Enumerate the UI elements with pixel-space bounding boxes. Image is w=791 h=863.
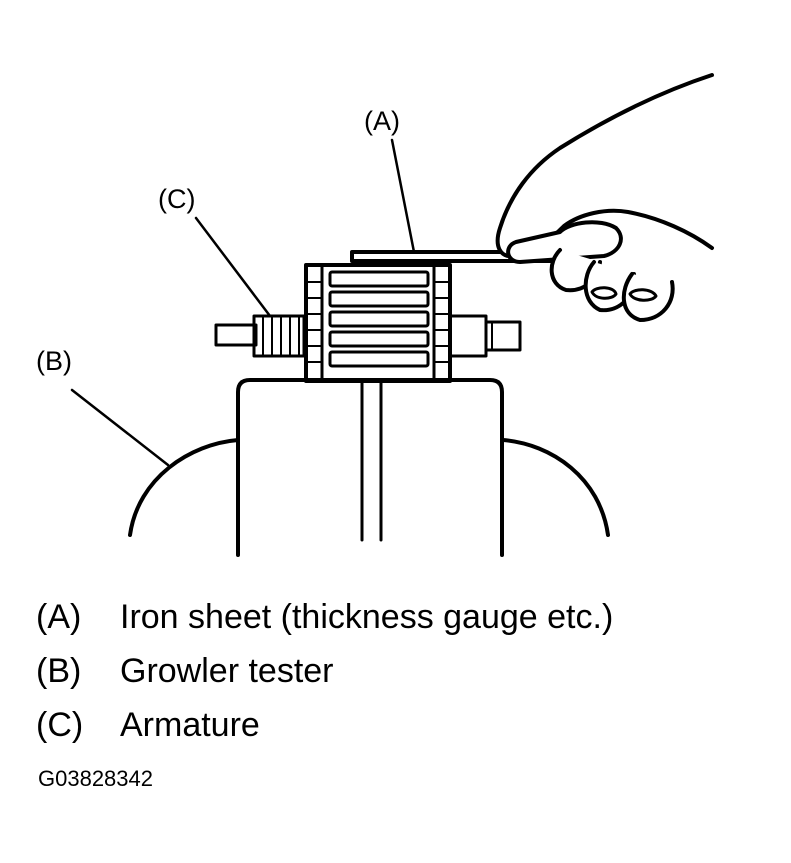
armature-shaft-left [214, 323, 258, 347]
growler-body [236, 378, 504, 557]
leader-a [390, 138, 416, 254]
commutator [252, 314, 306, 358]
fingernail-two [590, 286, 618, 300]
hand-outline [495, 73, 714, 259]
armature [214, 263, 522, 383]
callout-a: (A) [364, 106, 400, 136]
leader-lines [70, 138, 416, 467]
armature-shaft-right-outer [484, 320, 522, 352]
armature-shaft-right-inner [448, 314, 488, 358]
legend-key: (B) [36, 652, 82, 690]
fingernail-three [628, 288, 658, 302]
callout-c: (C) [158, 184, 196, 214]
legend-row-a: (A) Iron sheet (thickness gauge etc.) [36, 600, 613, 634]
leader-c [194, 216, 272, 318]
thumb [506, 220, 623, 264]
legend-text: Armature [120, 706, 260, 744]
leader-b [70, 388, 170, 467]
legend-key: (C) [36, 706, 84, 744]
hand [495, 73, 714, 322]
legend-text: Iron sheet (thickness gauge etc.) [120, 598, 614, 636]
legend-row-c: (C) Armature [36, 708, 260, 742]
legend-text: Growler tester [120, 652, 334, 690]
legend-row-b: (B) Growler tester [36, 654, 334, 688]
figure-id: G03828342 [38, 766, 153, 791]
callout-b: (B) [36, 346, 72, 376]
growler-left-pole [128, 438, 240, 537]
growler-right-pole [501, 438, 610, 537]
growler-test-illustration [70, 73, 714, 557]
growler-tester [128, 378, 610, 557]
legend-key: (A) [36, 598, 82, 636]
